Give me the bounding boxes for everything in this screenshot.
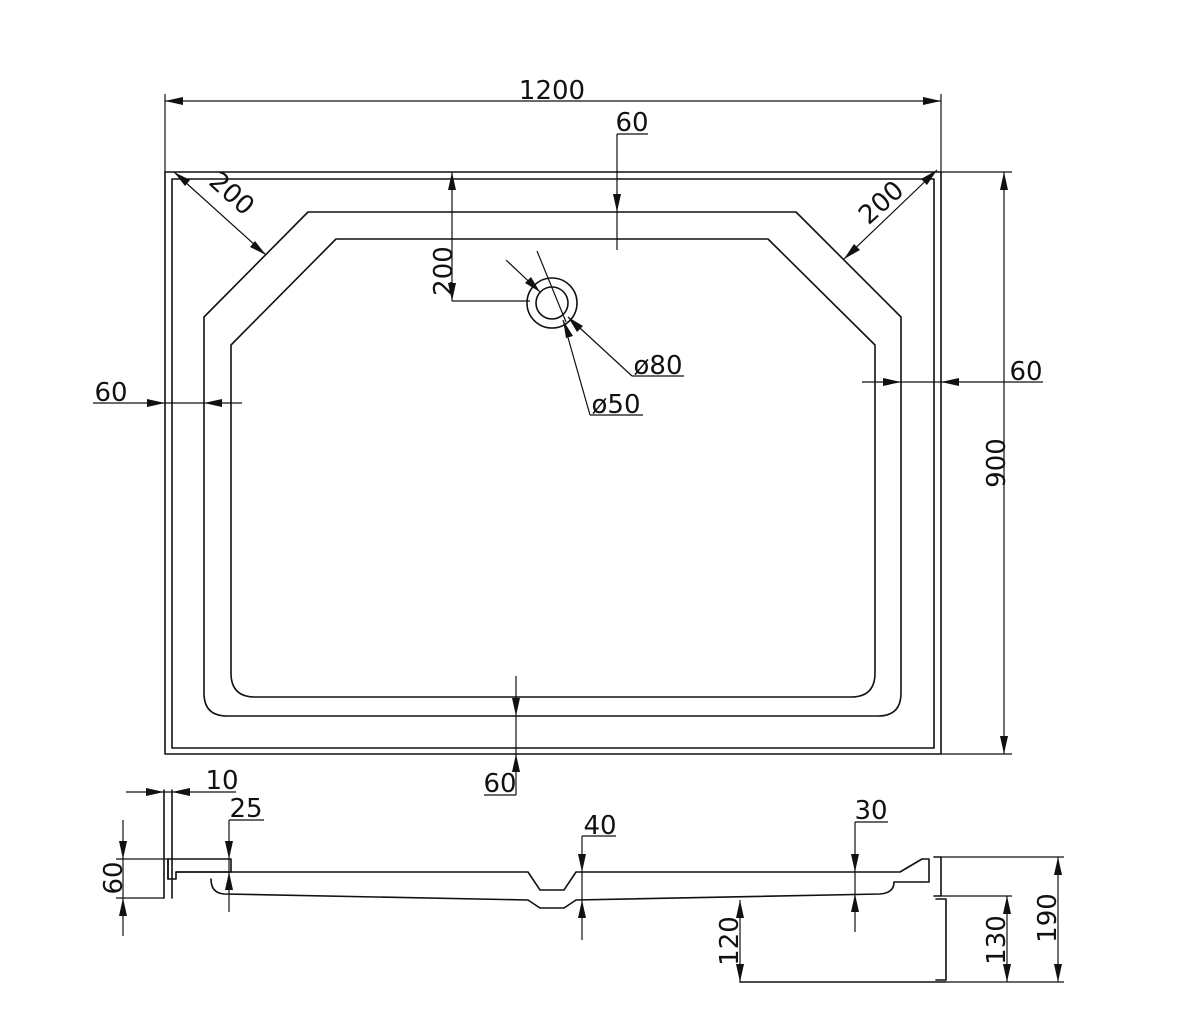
label-rim-height: 60 [99, 861, 129, 894]
dim-rim-height: 60 [99, 820, 168, 936]
label-overall-depth: 900 [982, 438, 1012, 488]
dim-drain-inner: ø50 [505, 259, 643, 420]
label-rim-step: 25 [229, 794, 262, 824]
label-chamfer-left: 200 [203, 166, 260, 222]
section-view [163, 789, 947, 983]
label-lip-thickness: 10 [205, 766, 238, 796]
label-left-rim: 60 [94, 378, 127, 408]
label-chamfer-right: 200 [853, 175, 910, 231]
label-drain-outer: ø80 [634, 351, 683, 381]
label-total-height: 190 [1033, 893, 1063, 943]
dim-frame-height: 130 [941, 895, 1012, 983]
dim-right-rim: 60 [862, 357, 1043, 387]
basin-floor-edge [230, 238, 876, 698]
dim-chamfer-right: 200 [843, 169, 938, 260]
section-basin-top [175, 858, 930, 891]
dim-drain-outer: ø80 [536, 250, 684, 381]
dim-overall-depth: 900 [941, 171, 1012, 755]
label-right-rim: 60 [1009, 357, 1042, 387]
label-bottom-rim: 60 [483, 769, 516, 799]
label-right-step: 30 [854, 796, 887, 826]
label-drain-depth: 40 [583, 811, 616, 841]
label-drain-offset: 200 [429, 246, 459, 296]
dim-top-rim: 60 [613, 108, 649, 250]
section-frame [935, 898, 947, 981]
basin-outer-edge [203, 211, 902, 717]
tray-outer-outline [164, 171, 942, 755]
label-overall-width: 1200 [519, 76, 585, 106]
label-leg-height: 120 [715, 916, 745, 966]
section-basin-bottom [210, 878, 923, 909]
dim-overall-width: 1200 [164, 76, 942, 172]
tray-lip-outline [171, 178, 935, 749]
section-left-rim [167, 858, 232, 880]
dim-bottom-rim: 60 [483, 676, 520, 799]
dim-lip-thickness: 10 [126, 766, 239, 796]
dim-left-rim: 60 [93, 378, 242, 408]
section-right-flange [933, 856, 942, 897]
dim-drain-offset: 200 [429, 172, 530, 302]
drain-outer-circle [526, 277, 578, 329]
plan-view [164, 171, 942, 755]
label-drain-inner: ø50 [592, 390, 641, 420]
dim-total-height: 190 [941, 856, 1064, 983]
dim-right-step: 30 [851, 796, 888, 932]
label-frame-height: 130 [982, 915, 1012, 965]
dim-leg-height: 120 [715, 900, 745, 982]
label-top-rim: 60 [615, 108, 648, 138]
dim-drain-depth: 40 [578, 811, 617, 940]
dim-rim-step: 25 [225, 794, 264, 912]
